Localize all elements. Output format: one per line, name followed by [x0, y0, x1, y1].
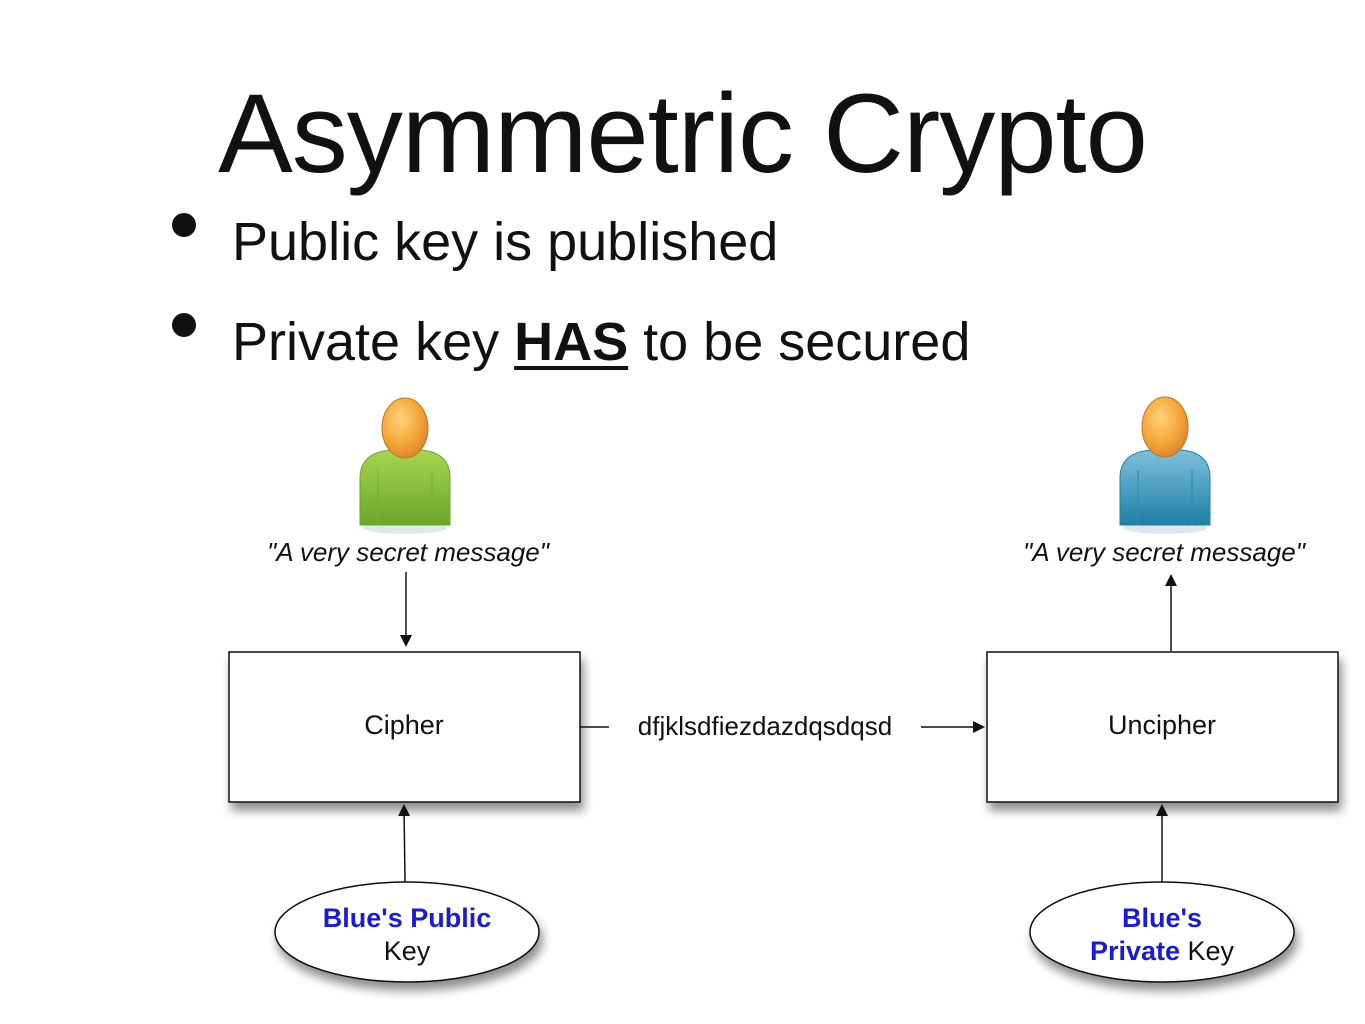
- receiver-person-icon: [1119, 396, 1211, 534]
- public-key-line1: Blue's Public: [323, 903, 491, 933]
- private-key-line2: Private Key: [1090, 936, 1235, 966]
- public-key-oval: [274, 881, 540, 983]
- bullet-emphasis: HAS: [514, 312, 629, 372]
- slide-title: Asymmetric Crypto: [218, 71, 1148, 196]
- bullet-dot-icon: [172, 213, 196, 237]
- bullet-item-private-key: Private key HAS to be secured: [170, 305, 970, 405]
- ciphertext-label: dfjklsdfiezdazdqsdqsd: [638, 711, 892, 741]
- sender-message: "A very secret message": [267, 537, 551, 567]
- bullet-list: Public key is published Private key HAS …: [170, 205, 970, 405]
- bullet-text-pre: Private key: [232, 312, 515, 372]
- bullet-item-public-key: Public key is published: [170, 205, 970, 305]
- arrow-public-key-to-cipher: [398, 804, 411, 883]
- private-key-line1: Blue's: [1122, 903, 1202, 933]
- bullet-text-post: to be secured: [628, 312, 971, 372]
- bullet-text: Public key is published: [232, 212, 779, 272]
- private-key-oval: [1029, 881, 1295, 983]
- receiver-message: "A very secret message": [1023, 537, 1307, 567]
- cipher-box: [228, 651, 581, 803]
- bullet-text: Private key HAS to be secured: [232, 305, 970, 369]
- public-key-line2: Key: [384, 936, 431, 966]
- bullet-dot-icon: [172, 313, 196, 337]
- private-key-line2-blue: Private: [1090, 936, 1180, 966]
- sender-person-icon: [359, 397, 451, 534]
- cipher-label: Cipher: [364, 710, 444, 740]
- uncipher-box: [986, 651, 1339, 803]
- private-key-line2-rest: Key: [1180, 936, 1235, 966]
- uncipher-label: Uncipher: [1108, 710, 1216, 740]
